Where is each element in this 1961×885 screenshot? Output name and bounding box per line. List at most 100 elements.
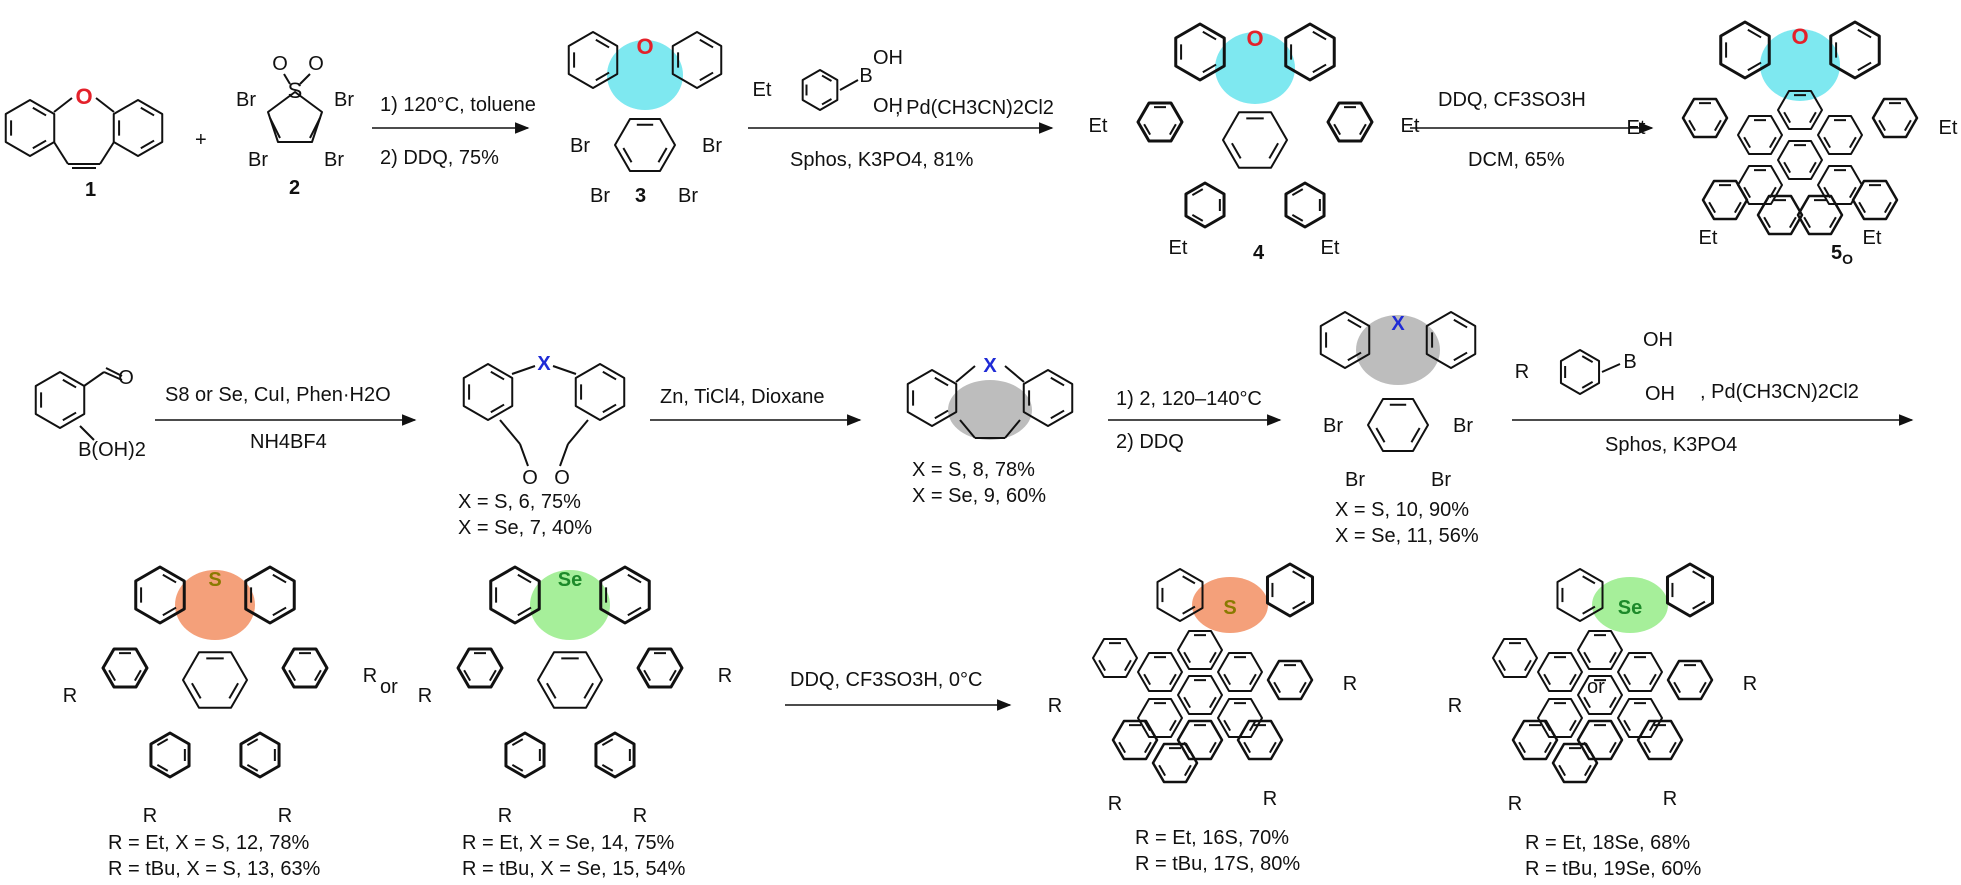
double-bond — [32, 106, 47, 117]
compound-14-aryl-3 — [504, 731, 546, 779]
compound-14-aryl-4 — [594, 731, 636, 779]
double-bond — [601, 738, 614, 746]
double-bond — [1581, 381, 1594, 389]
yield-10: X = S, 10, 90% — [1335, 499, 1469, 521]
double-bond — [1524, 659, 1532, 672]
double-bond — [1747, 61, 1762, 72]
step2-catalyst: , Pd(CH3CN)2Cl2 — [895, 97, 1054, 119]
double-bond — [272, 573, 287, 584]
compound-4-central-ring — [1222, 111, 1288, 169]
double-bond — [1609, 741, 1617, 754]
double-bond — [62, 411, 77, 422]
double-bond — [1747, 28, 1762, 39]
double-bond — [934, 376, 949, 387]
yield-7: X = Se, 7, 40% — [458, 517, 592, 539]
sulfonyl-o-1: O — [272, 53, 288, 75]
double-bond — [1609, 651, 1617, 664]
compound-10-ring-highlight — [1356, 315, 1440, 385]
compound-12-r4: R — [278, 805, 292, 827]
double-bond — [1673, 681, 1681, 694]
double-bond — [156, 738, 169, 746]
et-4a: Et — [1089, 115, 1108, 137]
double-bond — [627, 606, 642, 617]
compound-4-right-ring — [1284, 22, 1336, 82]
double-bond — [1558, 764, 1566, 777]
x-atom-6: X — [537, 353, 551, 375]
compound-4-left-ring — [1174, 22, 1226, 82]
compound-14-left-ring — [489, 565, 541, 625]
compound-12-left-ring — [134, 565, 186, 625]
double-bond — [1857, 61, 1872, 72]
compound-16-fused-ring-10 — [1176, 719, 1224, 761]
compound-4-oxepine-highlight — [1215, 32, 1295, 104]
sulfur-atom-2: S — [288, 78, 303, 103]
compound-18-fused-ring-8 — [1511, 719, 1559, 761]
double-bond — [627, 573, 642, 584]
double-bond — [1191, 188, 1204, 196]
boronic-acid-label: B(OH)2 — [78, 439, 146, 461]
x-atom-10: X — [1391, 313, 1405, 335]
double-bond — [1581, 355, 1594, 363]
yield-9: X = Se, 9, 60% — [912, 485, 1046, 507]
double-bond — [1743, 136, 1751, 149]
double-bond — [1347, 318, 1362, 329]
compound-14-aryl-1 — [456, 647, 504, 689]
br-10b: Br — [1453, 415, 1473, 437]
compound-1-right-ring — [112, 99, 164, 157]
oxygen-atom-5o: O — [1791, 24, 1808, 49]
double-bond — [1312, 63, 1327, 74]
compound-5o-fused-ring-10 — [1756, 194, 1804, 236]
double-bond — [1583, 696, 1591, 709]
bond — [103, 371, 123, 381]
double-bond — [595, 71, 610, 82]
double-bond — [602, 370, 617, 381]
double-bond — [228, 682, 239, 699]
double-bond — [511, 764, 524, 772]
compound-4-aryl-3 — [1184, 181, 1226, 229]
compound-18-fused-ring-4 — [1537, 697, 1583, 739]
compound-12-heteroatom: S — [208, 569, 221, 591]
double-bond — [622, 147, 633, 163]
compound-16-fused-ring-5 — [1217, 697, 1263, 739]
et-5d: Et — [1863, 227, 1882, 249]
compound-14-r4: R — [633, 805, 647, 827]
oxepine-bond — [53, 97, 73, 113]
double-bond — [1231, 142, 1242, 159]
double-bond — [1299, 681, 1307, 694]
compound-18-fused-ring-11 — [1551, 742, 1599, 784]
double-bond — [1569, 673, 1577, 686]
yield-8: X = S, 8, 78% — [912, 459, 1035, 481]
compound-5o-fused-ring-3 — [1777, 139, 1823, 181]
compound-3-label: 3 — [635, 185, 647, 207]
double-bond — [1169, 719, 1177, 732]
double-bond — [1359, 123, 1367, 136]
double-bond — [1249, 673, 1257, 686]
step4-conditions-above: S8 or Se, CuI, Phen·H2O — [165, 384, 391, 406]
double-bond — [1223, 719, 1231, 732]
compound-5o-fused-ring-5 — [1817, 164, 1863, 206]
double-bond — [1273, 681, 1281, 694]
double-bond — [517, 606, 532, 617]
et-4c: Et — [1169, 237, 1188, 259]
br-3c: Br — [590, 185, 610, 207]
compound-16-fused-ring-7 — [1266, 659, 1314, 701]
yield-18: R = Et, 18Se, 68% — [1525, 832, 1691, 854]
double-bond — [1243, 741, 1251, 754]
double-bond — [699, 71, 714, 82]
double-bond — [601, 764, 614, 772]
compound-14-heteroatom: Se — [558, 569, 582, 591]
double-bond — [1158, 764, 1166, 777]
double-bond — [1669, 741, 1677, 754]
compound-12-aryl-4 — [239, 731, 281, 779]
double-bond — [314, 669, 322, 682]
double-bond — [309, 117, 321, 139]
double-bond — [1858, 201, 1866, 214]
compound-3-right-ring — [671, 31, 723, 89]
compound-16-ring-a — [1156, 568, 1204, 622]
compound-12-aryl-1 — [101, 647, 149, 689]
double-bond — [1544, 741, 1552, 754]
double-bond — [1268, 142, 1279, 159]
double-bond — [1857, 28, 1872, 39]
